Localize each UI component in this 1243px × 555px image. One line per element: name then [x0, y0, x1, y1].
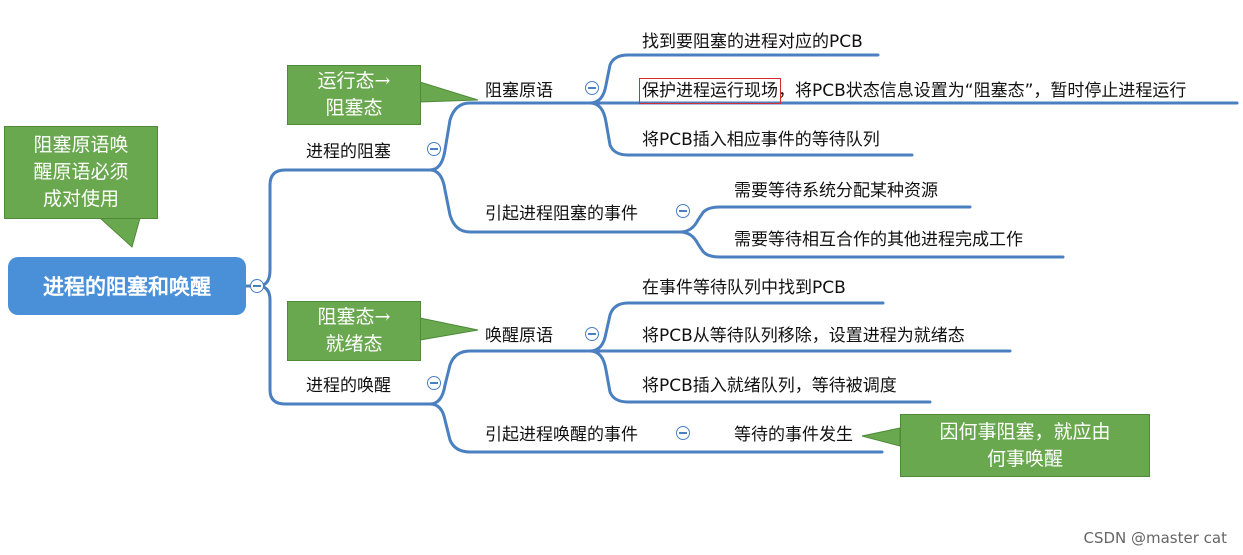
node-wp-step-2[interactable]: 将PCB从等待队列移除，设置进程为就绪态: [642, 326, 965, 346]
callout-cause-match: 因何事阻塞，就应由 何事唤醒: [900, 414, 1150, 477]
callout-block-to-ready-line-1: 阻塞态→: [317, 306, 391, 328]
node-wc-item-1[interactable]: 等待的事件发生: [734, 425, 853, 445]
node-block-primitive[interactable]: 阻塞原语: [485, 81, 553, 101]
collapse-icon[interactable]: [585, 81, 599, 95]
edge-block-cause: [428, 168, 670, 234]
collapse-icon[interactable]: [585, 327, 599, 341]
pointer-cause-match: [861, 427, 901, 447]
callout-pairing-line-3: 成对使用: [42, 188, 119, 210]
callout-pairing-line-1: 阻塞原语唤: [33, 134, 129, 156]
node-wake[interactable]: 进程的唤醒: [306, 376, 391, 396]
node-wp-step-3[interactable]: 将PCB插入就绪队列，等待被调度: [642, 376, 897, 396]
node-wake-primitive[interactable]: 唤醒原语: [485, 326, 553, 346]
node-bc-item-2[interactable]: 需要等待相互合作的其他进程完成工作: [734, 230, 1023, 250]
callout-pairing: 阻塞原语唤 醒原语必须 成对使用: [4, 126, 158, 219]
node-wp-step-1[interactable]: 在事件等待队列中找到PCB: [642, 278, 846, 298]
root-node[interactable]: 进程的阻塞和唤醒: [8, 257, 246, 315]
highlight-box: 保护进程运行现场: [639, 78, 781, 104]
edge-root-wake: [256, 284, 422, 406]
collapse-icon[interactable]: [676, 426, 690, 440]
callout-block-to-ready: 阻塞态→ 就绪态: [287, 301, 421, 361]
node-block[interactable]: 进程的阻塞: [306, 142, 391, 162]
root-label: 进程的阻塞和唤醒: [43, 275, 211, 299]
callout-block-to-ready-line-2: 就绪态: [325, 333, 383, 355]
node-bp-step-2[interactable]: 保护进程运行现场，将PCB状态信息设置为“阻塞态”，暂时停止进程运行: [639, 78, 1187, 104]
callout-run-to-block-line-1: 运行态→: [317, 70, 391, 92]
edge-root-block: [244, 168, 422, 288]
collapse-icon[interactable]: [427, 376, 441, 390]
edge-bc-2: [678, 230, 1065, 259]
node-bc-item-1[interactable]: 需要等待系统分配某种资源: [734, 181, 938, 201]
callout-run-to-block-line-2: 阻塞态: [325, 97, 383, 119]
callout-run-to-block: 运行态→ 阻塞态: [287, 65, 421, 125]
pointer-block-ready: [419, 317, 479, 341]
collapse-icon[interactable]: [250, 279, 264, 293]
edge-bp-3: [588, 101, 914, 157]
pointer-pairing: [98, 217, 141, 248]
node-block-cause[interactable]: 引起进程阻塞的事件: [485, 204, 638, 224]
callout-pairing-line-2: 醒原语必须: [33, 161, 129, 183]
callout-cause-match-line-1: 因何事阻塞，就应由: [939, 420, 1111, 443]
callout-cause-match-line-2: 何事唤醒: [986, 447, 1063, 470]
watermark: CSDN @master cat: [1083, 529, 1227, 547]
edge-block-primitive: [418, 101, 580, 172]
node-bp-step-1[interactable]: 找到要阻塞的进程对应的PCB: [642, 32, 863, 52]
node-bp-step-2-rest: ，将PCB状态信息设置为“阻塞态”，暂时停止进程运行: [778, 81, 1187, 101]
collapse-icon[interactable]: [676, 204, 690, 218]
edge-wp-3: [588, 349, 932, 404]
pointer-run-block: [419, 81, 479, 103]
node-wake-cause[interactable]: 引起进程唤醒的事件: [485, 425, 638, 445]
node-bp-step-3[interactable]: 将PCB插入相应事件的等待队列: [642, 130, 880, 150]
collapse-icon[interactable]: [427, 142, 441, 156]
edge-wake-cause: [428, 402, 670, 454]
edge-wake-primitive: [418, 349, 580, 406]
